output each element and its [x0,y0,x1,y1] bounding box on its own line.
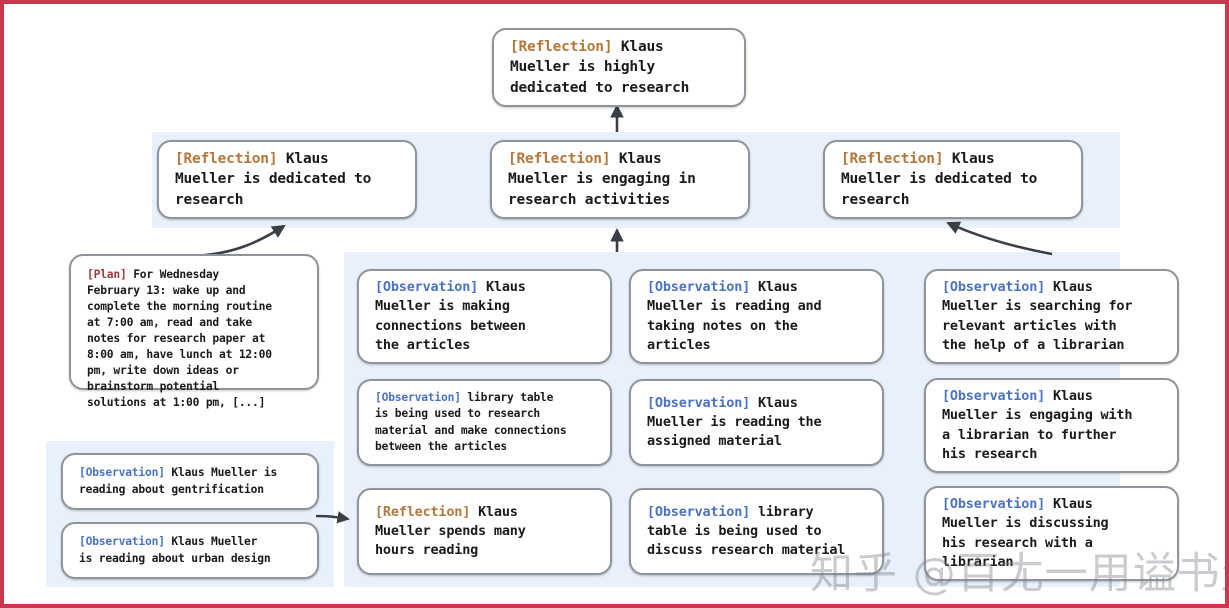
node-text: [Observation] Klaus Mueller is searching… [942,278,1132,355]
node-text: [Plan] For Wednesday February 13: wake u… [87,267,272,411]
tag-observation: [Observation] [942,279,1046,296]
node-text: [Observation] library table is being use… [375,390,567,454]
tag-observation: [Observation] [375,279,479,296]
tag-observation: [Observation] [647,394,751,411]
node-mid-right-reflection[interactable]: [Reflection] Klaus Mueller is dedicated … [823,140,1083,219]
node-body: Klaus Mueller is reading the assigned ma… [647,394,822,450]
tag-reflection: [Reflection] [510,38,613,55]
node-root-reflection[interactable]: [Reflection] Klaus Mueller is highly ded… [492,28,746,107]
node-body: Klaus Mueller spends many hours reading [375,503,526,559]
node-text: [Observation] library table is being use… [647,503,845,560]
tag-observation: [Observation] [942,496,1046,513]
node-text: [Reflection] Klaus Mueller is engaging i… [508,149,696,211]
node-body: library table is being used to discuss r… [647,503,846,559]
node-text: [Reflection] Klaus Mueller is highly ded… [510,37,689,99]
node-text: [Reflection] Klaus Mueller is dedicated … [175,149,371,211]
zhihu-watermark: 知乎 @百尢一用谥书生 [810,549,1229,599]
node-col1-reflection-hours-reading[interactable]: [Reflection] Klaus Mueller spends many h… [357,488,612,575]
node-col3-observation-searching-articles[interactable]: [Observation] Klaus Mueller is searching… [924,269,1179,364]
node-body: Klaus Mueller is reading and taking note… [647,279,822,353]
node-text: [Reflection] Klaus Mueller is dedicated … [841,149,1037,211]
node-text: [Observation] Klaus Mueller is reading a… [647,278,822,355]
node-plan[interactable]: [Plan] For Wednesday February 13: wake u… [69,254,319,409]
node-text: [Observation] Klaus Mueller is making co… [375,278,526,355]
node-text: [Observation] Klaus Mueller is reading a… [79,534,271,566]
node-text: [Observation] Klaus Mueller is discussin… [942,495,1109,572]
node-body: Klaus Mueller is engaging with a librari… [942,388,1133,462]
tag-observation: [Observation] [647,503,751,520]
node-col3-observation-engaging-librarian[interactable]: [Observation] Klaus Mueller is engaging … [924,378,1179,473]
node-col2-observation-assigned-material[interactable]: [Observation] Klaus Mueller is reading t… [629,379,884,466]
node-body: Klaus Mueller is searching for relevant … [942,279,1133,353]
node-body: Klaus Mueller is engaging in research ac… [508,150,696,208]
node-col1-observation-connections[interactable]: [Observation] Klaus Mueller is making co… [357,269,612,364]
tag-observation: [Observation] [942,388,1046,405]
node-mid-center-reflection[interactable]: [Reflection] Klaus Mueller is engaging i… [490,140,750,219]
node-body: Klaus Mueller is reading about gentrific… [79,466,278,496]
node-observation-gentrification[interactable]: [Observation] Klaus Mueller is reading a… [61,453,319,510]
node-col3-observation-discussing-research[interactable]: [Observation] Klaus Mueller is discussin… [924,486,1179,581]
node-body: Klaus Mueller is dedicated to research [841,150,1038,208]
node-text: [Observation] Klaus Mueller is reading a… [79,465,277,497]
tag-plan: [Plan] [87,268,127,281]
node-body: Klaus Mueller is discussing his research… [942,496,1109,570]
node-body: For Wednesday February 13: wake up and c… [87,268,272,410]
tag-reflection: [Reflection] [375,503,471,520]
tag-observation: [Observation] [79,466,165,480]
node-text: [Observation] Klaus Mueller is engaging … [942,387,1132,464]
tag-reflection: [Reflection] [175,150,278,167]
node-body: Klaus Mueller is reading about urban des… [79,535,271,565]
node-mid-left-reflection[interactable]: [Reflection] Klaus Mueller is dedicated … [157,140,417,219]
tag-observation: [Observation] [375,391,461,405]
node-text: [Observation] Klaus Mueller is reading t… [647,394,822,451]
tag-observation: [Observation] [79,535,165,549]
node-body: library table is being used to research … [375,391,567,453]
node-col1-observation-library-table[interactable]: [Observation] library table is being use… [357,379,612,466]
node-body: Klaus Mueller is dedicated to research [175,150,372,208]
node-observation-urban-design[interactable]: [Observation] Klaus Mueller is reading a… [61,522,319,579]
tag-observation: [Observation] [647,279,751,296]
node-col2-observation-discuss-material[interactable]: [Observation] library table is being use… [629,488,884,575]
node-col2-observation-taking-notes[interactable]: [Observation] Klaus Mueller is reading a… [629,269,884,364]
node-body: Klaus Mueller is making connections betw… [375,279,526,353]
edge-plan-to-midleft [193,224,286,258]
node-body: Klaus Mueller is highly dedicated to res… [510,38,690,96]
node-text: [Reflection] Klaus Mueller spends many h… [375,503,526,560]
tag-reflection: [Reflection] [508,150,611,167]
tag-reflection: [Reflection] [841,150,944,167]
